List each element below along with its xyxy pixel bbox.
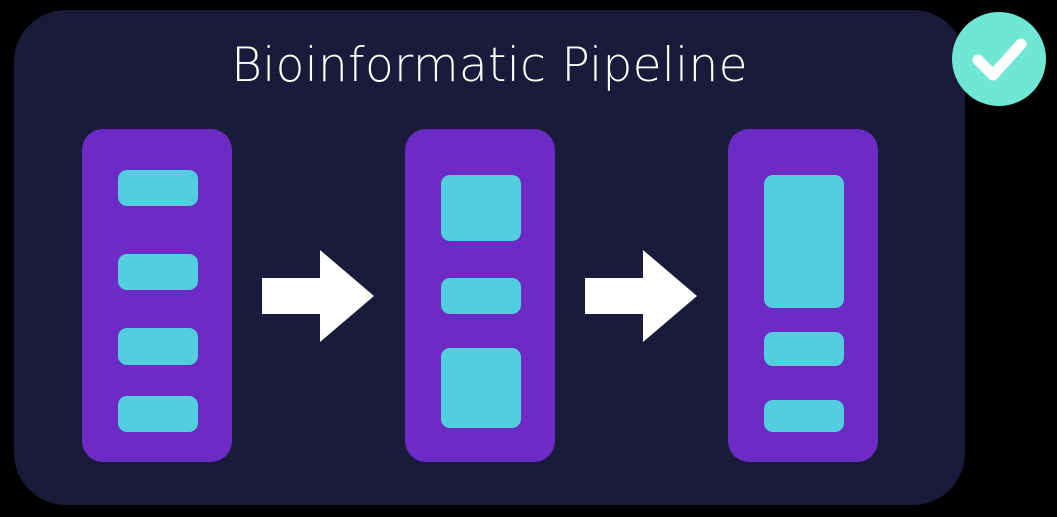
pipeline-stage-3[interactable] bbox=[728, 129, 878, 462]
stage-1-bar-2 bbox=[118, 254, 198, 290]
stage-3-bar-2 bbox=[764, 332, 844, 366]
pipeline-stage-2[interactable] bbox=[405, 129, 555, 462]
arrow-right-icon bbox=[262, 250, 374, 342]
pipeline-stage-1[interactable] bbox=[82, 129, 232, 462]
stage-2-bar-2 bbox=[441, 278, 521, 314]
stage-1-bar-1 bbox=[118, 170, 198, 206]
page-title: Bioinformatic Pipeline bbox=[231, 38, 748, 93]
status-badge bbox=[952, 12, 1046, 106]
arrow-right-icon bbox=[585, 250, 697, 342]
arrow-stage1-to-stage2 bbox=[262, 248, 374, 344]
stage-1-bar-3 bbox=[118, 328, 198, 365]
stage-1-bar-4 bbox=[118, 396, 198, 432]
arrow-stage2-to-stage3 bbox=[585, 248, 697, 344]
stage-3-bar-3 bbox=[764, 400, 844, 432]
stage-2-bar-3 bbox=[441, 348, 521, 428]
stage-3-bar-1 bbox=[764, 175, 844, 308]
stage-2-bar-1 bbox=[441, 175, 521, 241]
check-circle-icon bbox=[972, 38, 1027, 81]
